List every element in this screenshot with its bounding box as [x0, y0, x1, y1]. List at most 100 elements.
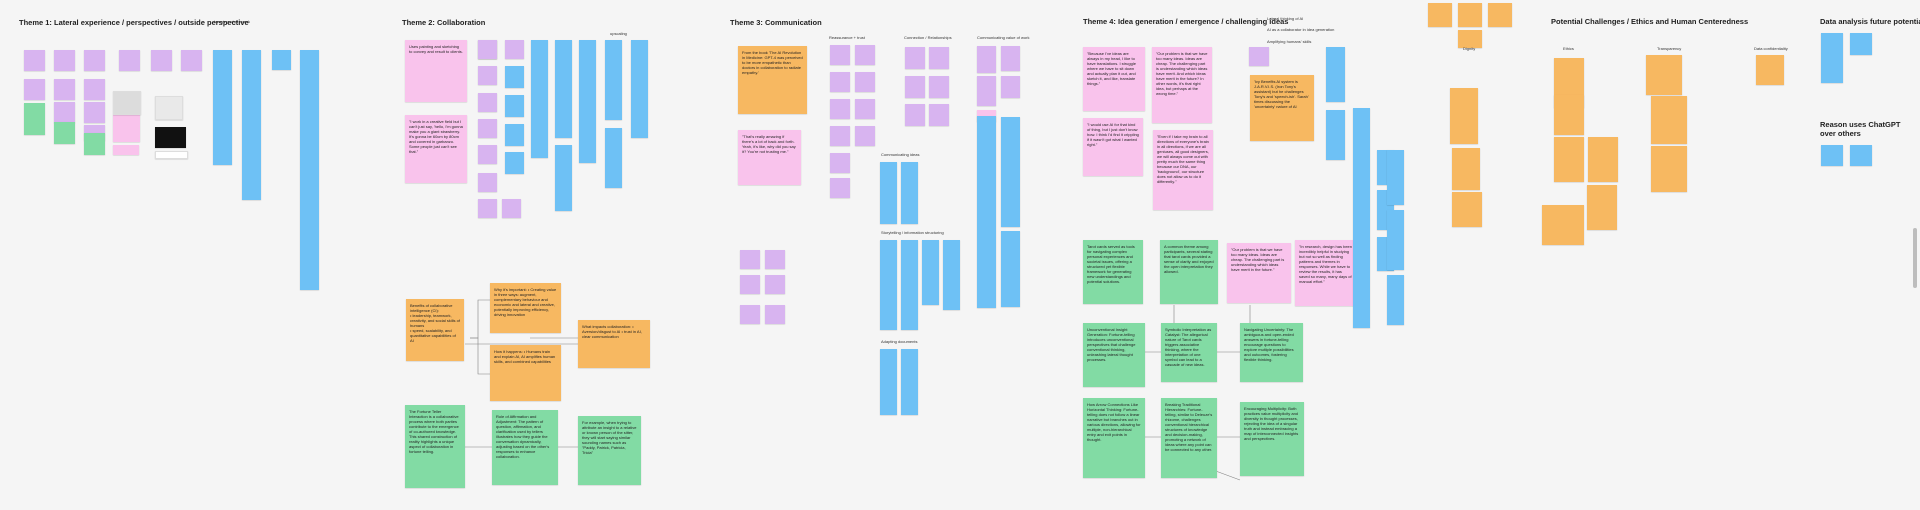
sticky-note[interactable]	[478, 145, 497, 164]
sticky-note[interactable]	[901, 162, 918, 224]
sticky-note[interactable]	[54, 122, 75, 144]
sticky-note[interactable]	[765, 305, 785, 324]
sticky-note[interactable]	[1001, 46, 1020, 71]
sticky-note[interactable]	[502, 199, 521, 218]
sticky-note[interactable]	[1001, 76, 1020, 98]
sticky-note[interactable]	[901, 240, 918, 330]
sticky-note[interactable]	[1651, 96, 1687, 144]
sticky-note[interactable]	[505, 124, 524, 146]
sticky-note[interactable]	[855, 72, 875, 92]
quote-sticky[interactable]: "Even if I take my brain to all directio…	[1153, 130, 1213, 210]
sticky-note[interactable]	[943, 240, 960, 310]
sticky-note[interactable]	[505, 95, 524, 117]
sticky-note[interactable]	[1353, 108, 1370, 328]
quote-sticky[interactable]: "Because I've ideas are always in my hea…	[1083, 47, 1145, 111]
sticky-note[interactable]	[24, 79, 45, 100]
sticky-note[interactable]: Breaking Traditional Hierarchies: Fortun…	[1161, 398, 1217, 478]
sticky-note[interactable]	[1452, 192, 1482, 227]
sticky-note[interactable]	[1458, 30, 1482, 48]
sticky-note[interactable]	[631, 40, 648, 138]
sticky-note[interactable]	[1850, 33, 1872, 55]
sticky-note[interactable]	[880, 162, 897, 224]
quote-sticky[interactable]: 'Ivy Benefits AI system is J.A.R.V.I.S. …	[1250, 75, 1314, 141]
sticky-note[interactable]	[242, 50, 261, 200]
sticky-note[interactable]	[54, 102, 75, 123]
sticky-note[interactable]	[119, 50, 140, 71]
sticky-note[interactable]	[24, 103, 45, 135]
sticky-note[interactable]	[1554, 137, 1584, 182]
sticky-note[interactable]	[765, 275, 785, 294]
sticky-note[interactable]	[880, 240, 897, 330]
sticky-note[interactable]	[929, 104, 949, 126]
sticky-note[interactable]	[1554, 95, 1584, 135]
sticky-note[interactable]	[1651, 146, 1687, 192]
sticky-note[interactable]	[830, 72, 850, 92]
sticky-note[interactable]: Symbolic Interpretation as Catalyst: The…	[1161, 323, 1217, 382]
sticky-note[interactable]	[1821, 33, 1843, 83]
sticky-note[interactable]: How it happens: • Humans train and expla…	[490, 345, 561, 401]
sticky-note[interactable]	[478, 119, 497, 138]
image-thumbnail[interactable]	[113, 91, 141, 115]
sticky-note[interactable]	[765, 250, 785, 269]
sticky-note[interactable]	[478, 40, 497, 59]
sticky-note[interactable]: Role of Affirmation and Adjustment: The …	[492, 410, 558, 485]
sticky-note[interactable]	[740, 250, 760, 269]
sticky-note[interactable]	[84, 79, 105, 100]
sticky-note[interactable]	[1646, 55, 1682, 95]
sticky-note[interactable]	[1249, 47, 1269, 66]
quote-sticky[interactable]: "Our problem is that we have too many id…	[1227, 243, 1291, 303]
sticky-note[interactable]	[905, 47, 925, 69]
sticky-note[interactable]	[977, 46, 996, 73]
sticky-note[interactable]	[113, 145, 139, 155]
quote-sticky[interactable]: From the book 'The AI Revolution in Medi…	[738, 46, 807, 114]
quote-sticky[interactable]: Uses painting and sketching to convey an…	[405, 40, 467, 102]
sticky-note[interactable]	[84, 50, 105, 71]
sticky-note[interactable]	[1001, 117, 1020, 227]
sticky-note[interactable]: The Fortune Teller Interaction is a coll…	[405, 405, 465, 488]
sticky-note[interactable]	[505, 40, 524, 59]
sticky-note[interactable]	[478, 173, 497, 192]
sticky-note[interactable]	[929, 47, 949, 69]
quote-sticky[interactable]: "That's really amazing if there's a lot …	[738, 130, 801, 185]
sticky-note[interactable]	[84, 133, 105, 155]
sticky-note[interactable]	[24, 50, 45, 71]
sticky-note[interactable]	[579, 40, 596, 163]
sticky-note[interactable]	[213, 50, 232, 165]
sticky-note[interactable]	[84, 102, 105, 123]
sticky-note[interactable]	[880, 349, 897, 415]
quote-sticky[interactable]: "I work in a creative field but I can't …	[405, 115, 467, 183]
sticky-note[interactable]	[1756, 55, 1784, 85]
sticky-note[interactable]	[555, 145, 572, 211]
sticky-note[interactable]	[905, 76, 925, 98]
sticky-note[interactable]	[740, 275, 760, 294]
sticky-note[interactable]: Encouraging Multiplicity: Both practices…	[1240, 402, 1304, 476]
sticky-note[interactable]: Tarot cards served as tools for navigati…	[1083, 240, 1143, 304]
sticky-note[interactable]: Why it's important: • Creating value in …	[490, 283, 561, 333]
sticky-note[interactable]	[1458, 3, 1482, 27]
sticky-note[interactable]	[1326, 47, 1345, 102]
image-thumbnail[interactable]	[155, 127, 186, 148]
sticky-note[interactable]	[531, 40, 548, 158]
sticky-note[interactable]	[1387, 210, 1404, 270]
sticky-note[interactable]: Unconventional Insight Generation: Fortu…	[1083, 323, 1145, 387]
sticky-note[interactable]	[855, 126, 875, 146]
sticky-note[interactable]	[1387, 275, 1404, 325]
sticky-note[interactable]	[977, 116, 996, 308]
sticky-note[interactable]	[505, 152, 524, 174]
sticky-note[interactable]	[855, 99, 875, 119]
sticky-note[interactable]	[1450, 88, 1478, 144]
sticky-note[interactable]: For example, when trying to attribute an…	[578, 416, 641, 485]
sticky-note[interactable]	[1542, 205, 1584, 245]
sticky-note[interactable]	[830, 178, 850, 198]
sticky-note[interactable]	[901, 349, 918, 415]
sticky-note[interactable]	[605, 40, 622, 120]
sticky-note[interactable]	[1326, 110, 1345, 160]
sticky-note[interactable]	[1452, 148, 1480, 190]
sticky-note[interactable]	[478, 93, 497, 112]
sticky-note[interactable]: How Arrow Connections Like Horizontal Th…	[1083, 398, 1145, 478]
sticky-note[interactable]	[151, 50, 172, 71]
image-thumbnail[interactable]	[155, 96, 183, 120]
sticky-note[interactable]	[181, 50, 202, 71]
sticky-note[interactable]	[1588, 137, 1618, 182]
sticky-note[interactable]	[830, 45, 850, 65]
